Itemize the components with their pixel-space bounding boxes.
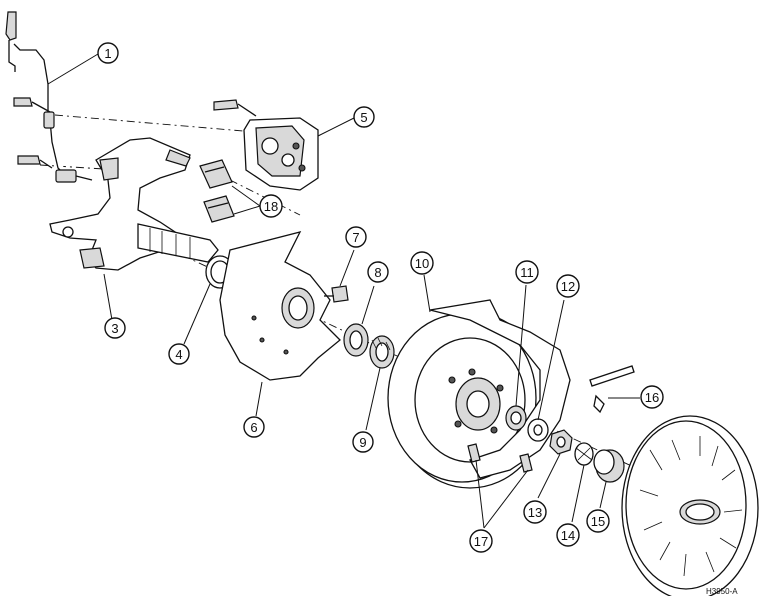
svg-text:13: 13 [528,505,542,520]
outer-bearing [505,405,527,431]
callout-13: 13 [523,500,547,524]
cotter-pin [589,365,635,414]
nut-retainer [574,442,594,466]
callout-15: 15 [586,509,610,533]
callout-5: 5 [353,106,375,128]
callout-10: 10 [410,251,434,275]
svg-text:12: 12 [561,279,575,294]
svg-text:16: 16 [645,390,659,405]
svg-text:14: 14 [561,528,575,543]
svg-text:3: 3 [111,321,118,336]
wheel-studs [467,443,533,473]
svg-text:1: 1 [104,46,111,61]
svg-text:9: 9 [359,435,366,450]
callout-3: 3 [104,317,126,339]
svg-text:10: 10 [415,256,429,271]
callout-18: 18 [259,194,283,218]
svg-text:6: 6 [250,420,257,435]
svg-text:15: 15 [591,514,605,529]
callout-11: 11 [515,260,539,284]
callout-17: 17 [469,529,493,553]
callout-16: 16 [640,385,664,409]
callout-8: 8 [367,261,389,283]
svg-text:17: 17 [474,534,488,549]
callout-4: 4 [168,343,190,365]
callout-6: 6 [243,416,265,438]
splash-shield [219,231,341,381]
spindle-knuckle [49,137,219,271]
callout-12: 12 [556,274,580,298]
adjusting-nut [549,429,573,455]
leader-lines [47,53,640,529]
brake-pads [199,159,235,223]
inner-bearing [343,323,395,369]
abs-sensor-wire [5,11,93,183]
grease-cap [593,449,625,483]
callout-7: 7 [345,226,367,248]
svg-text:7: 7 [352,230,359,245]
brake-caliper [213,99,319,191]
wheel-cover [621,415,759,596]
svg-text:8: 8 [374,265,381,280]
svg-text:5: 5 [360,110,367,125]
figure-code: H3950-A [706,587,738,596]
washer [527,418,549,442]
callout-1: 1 [97,42,119,64]
callout-9: 9 [352,431,374,453]
svg-text:11: 11 [520,265,534,280]
svg-text:18: 18 [264,199,278,214]
callout-14: 14 [556,523,580,547]
shield-bolt [324,285,349,303]
svg-text:4: 4 [175,347,182,362]
